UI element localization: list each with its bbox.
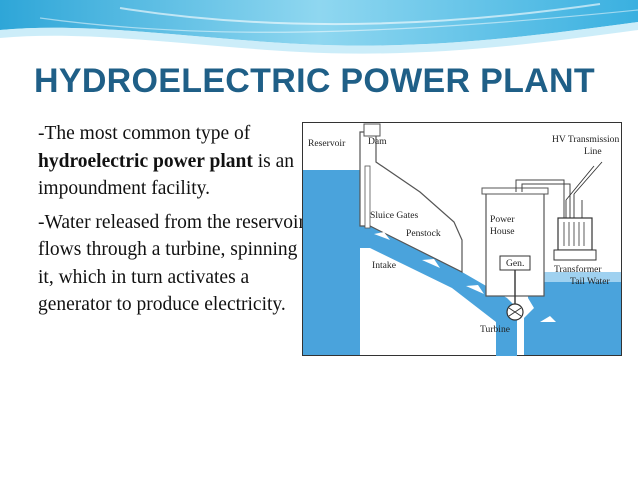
power-house-roof [481,187,549,195]
label-dam: Dam [368,136,387,147]
label-power: Power [490,214,515,225]
label-penstock: Penstock [406,228,441,239]
label-sluice-gates: Sluice Gates [370,210,418,221]
slide-title: HYDROELECTRIC POWER PLANT [34,62,595,100]
label-house: House [490,226,515,237]
label-tail-water: Tail Water [570,276,610,287]
turbine-channel-water [452,288,517,356]
transformer-fins [563,222,585,246]
bullet-item-1: -The most common type of hydroelectric p… [38,120,306,203]
sluice-gate [364,165,371,229]
power-cable-2 [521,183,571,218]
label-reservoir: Reservoir [308,138,346,149]
tail-water-surface [528,272,621,282]
dam-crest [363,123,381,137]
hv-line [565,161,603,218]
bullet-1-bold-term: hydroelectric power plant [38,150,253,172]
transformer [557,217,593,251]
label-gen: Gen. [506,258,524,269]
turbine-blades [508,307,522,317]
label-hv-2: Line [584,146,602,157]
label-transformer: Transformer [554,264,602,275]
label-intake: Intake [372,260,396,271]
bullet-1-text-a: -The most common type of [38,123,251,144]
transformer-base [553,249,597,261]
bullet-1-text-b: is an impoundment facility. [38,150,295,200]
bullet-list: -The most common type of hydroelectric p… [38,120,306,325]
hydro-plant-diagram: Reservoir Dam HV Transmission Line Sluic… [302,122,622,356]
reservoir-water [303,170,360,355]
label-turbine: Turbine [480,324,510,335]
tail-water [524,280,621,355]
bullet-item-2: -Water released from the reservoir flows… [38,211,305,316]
flow-arrows [374,232,556,322]
header-wave [0,0,638,60]
label-hv-1: HV Transmission [552,134,619,145]
power-cable-1 [515,179,565,218]
